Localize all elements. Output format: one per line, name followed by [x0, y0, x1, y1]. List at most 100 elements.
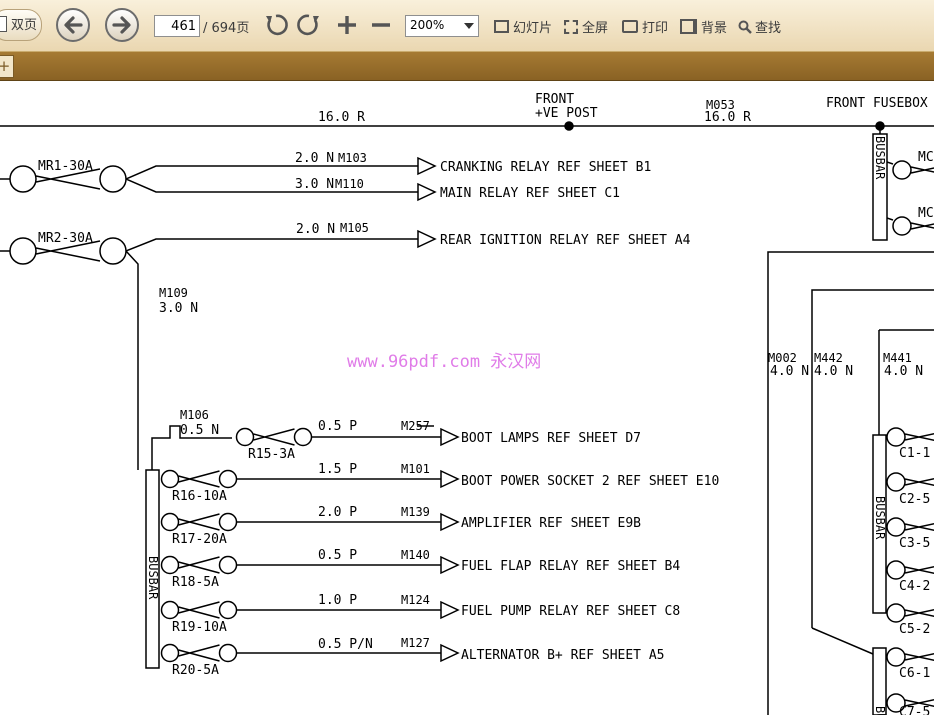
dest-m139: AMPLIFIER REF SHEET E9B — [461, 516, 641, 531]
zoom-select[interactable]: 200% — [405, 15, 479, 37]
front-post-node — [564, 121, 574, 131]
fuse-label-r19: R19-10A — [172, 620, 227, 635]
rotate-right-icon[interactable] — [296, 12, 322, 38]
wire-id-m139: M139 — [401, 505, 430, 519]
slideshow-label: 幻灯片 — [513, 21, 553, 36]
fullscreen-label: 全屏 — [582, 21, 609, 36]
front-fusebox-busbar — [872, 133, 888, 241]
wire-gauge-m106: 0.5 N — [180, 423, 219, 438]
dest-m105: REAR IGNITION RELAY REF SHEET A4 — [440, 233, 691, 248]
top-wire-gauge: 16.0 R — [318, 110, 365, 125]
dual-page-button[interactable] — [0, 9, 42, 41]
busbar-label-right: BUSBAR — [873, 496, 887, 540]
arrow-m103 — [417, 157, 436, 175]
background-icon — [680, 19, 697, 34]
arrow-m101 — [440, 470, 459, 488]
fuse-label-r18: R18-5A — [172, 575, 219, 590]
wire-gauge-m257: 0.5 P — [318, 419, 357, 434]
wire-id-m140: M140 — [401, 548, 430, 562]
fuse-c6 — [886, 647, 934, 667]
front-fusebox-label: FRONT FUSEBOX — [826, 96, 928, 111]
wire-gauge-m103: 2.0 N — [295, 151, 334, 166]
fuse-label-c1: C1-1 — [899, 446, 930, 461]
fuse-label-r16: R16-10A — [172, 489, 227, 504]
fuse-r17 — [160, 512, 238, 532]
fuse-label-c4: C4-2 — [899, 579, 930, 594]
find-button[interactable]: 查找 — [738, 17, 781, 36]
zoom-in-icon[interactable] — [336, 14, 358, 36]
wire-gauge-m109: 3.0 N — [159, 301, 198, 316]
new-tab-button[interactable]: + — [0, 55, 14, 78]
wire-gauge-m053: 16.0 R — [704, 110, 751, 125]
wire-gauge-m105: 2.0 N — [296, 222, 335, 237]
wire-gauge-m101: 1.5 P — [318, 462, 357, 477]
wire-gauge-m124: 1.0 P — [318, 593, 357, 608]
wire-id-m257: M257 — [401, 419, 430, 433]
background-button[interactable]: 背景 — [680, 17, 727, 36]
zoom-out-icon[interactable] — [370, 14, 392, 36]
wire-id-m002: M002 — [768, 351, 797, 365]
fuse-r19 — [160, 600, 238, 620]
wire-gauge-m442: 4.0 N — [814, 364, 853, 379]
fuse-label-c6: C6-1 — [899, 666, 930, 681]
dual-page-label: 双页 — [11, 18, 38, 33]
wiring-schematic: 16.0 R FRONT +VE POST M053 16.0 R FRONT … — [0, 92, 934, 715]
print-button[interactable]: 打印 — [622, 17, 668, 36]
fuse-r16 — [160, 469, 238, 489]
document-viewport[interactable]: 16.0 R FRONT +VE POST M053 16.0 R FRONT … — [0, 81, 934, 715]
dest-m257: BOOT LAMPS REF SHEET D7 — [461, 431, 641, 446]
slideshow-button[interactable]: 幻灯片 — [494, 17, 552, 36]
fuse-r20 — [160, 643, 238, 663]
fuse-label-r15: R15-3A — [248, 447, 295, 462]
chevron-down-icon — [464, 23, 474, 29]
rotate-left-icon[interactable] — [263, 12, 289, 38]
watermark: www.96pdf.com 永汉网 — [347, 352, 541, 372]
wire-id-m101: M101 — [401, 462, 430, 476]
arrow-left-icon — [64, 16, 83, 34]
wire-gauge-m127: 0.5 P/N — [318, 637, 373, 652]
wire-id-m053: M053 — [706, 98, 735, 112]
fuse-label-mc2: MC — [918, 206, 934, 221]
dest-m101: BOOT POWER SOCKET 2 REF SHEET E10 — [461, 474, 719, 489]
fullscreen-button[interactable]: 全屏 — [564, 17, 608, 36]
page-number-input[interactable] — [154, 15, 200, 37]
viewer-toolbar: 双页 / 694页 200% 幻灯片 全屏 打印 — [0, 0, 934, 52]
front-post-label-2: +VE POST — [535, 106, 598, 121]
wire-gauge-m002: 4.0 N — [770, 364, 809, 379]
search-icon — [738, 20, 752, 34]
fuse-c2 — [886, 472, 934, 492]
fuse-label-mr2: MR2-30A — [38, 231, 93, 246]
busbar-label-top: BUSBAR — [873, 136, 887, 180]
wire-gauge-m110: 3.0 N — [295, 177, 334, 192]
fuse-label-c3: C3-5 — [899, 536, 930, 551]
dest-m110: MAIN RELAY REF SHEET C1 — [440, 186, 620, 201]
fuse-label-r20: R20-5A — [172, 663, 219, 678]
front-post-label-1: FRONT — [535, 92, 574, 107]
wire-id-m441: M441 — [883, 351, 912, 365]
busbar-label-right-lower: BUSBAR — [873, 706, 887, 715]
fuse-label-mr1: MR1-30A — [38, 159, 93, 174]
fuse-r15 — [235, 427, 313, 447]
right-busbar-lower — [872, 647, 887, 715]
dual-page-control[interactable]: 双页 — [0, 14, 37, 33]
arrow-m140 — [440, 556, 459, 574]
busbar-label-rear: BUSBAR — [146, 556, 160, 600]
right-busbar — [872, 434, 887, 614]
fuse-label-mc1: MC — [918, 150, 934, 165]
wire-gauge-m441: 4.0 N — [884, 364, 923, 379]
wire-id-m124: M124 — [401, 593, 430, 607]
arrow-m127 — [440, 644, 459, 662]
wire-gauge-m139: 2.0 P — [318, 505, 357, 520]
previous-page-button[interactable] — [56, 8, 90, 42]
total-pages: / 694页 — [203, 21, 250, 36]
wire-id-m109: M109 — [159, 286, 188, 300]
wire-id-m127: M127 — [401, 636, 430, 650]
tab-bar — [0, 52, 934, 81]
fuse-label-c5: C5-2 — [899, 622, 930, 637]
printer-icon — [622, 20, 638, 33]
fuse-label-c7: C7-5 — [899, 705, 930, 715]
arrow-m139 — [440, 513, 459, 531]
print-label: 打印 — [642, 21, 669, 36]
dest-m124: FUEL PUMP RELAY REF SHEET C8 — [461, 604, 680, 619]
next-page-button[interactable] — [105, 8, 139, 42]
